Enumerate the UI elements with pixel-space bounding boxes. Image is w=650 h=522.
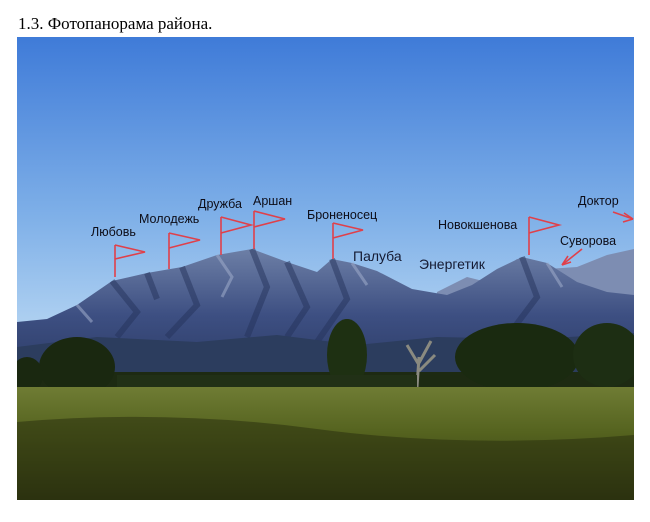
flag-bronenosec [332, 222, 364, 259]
figure-caption: 1.3. Фотопанорама района. [18, 14, 213, 33]
label-lubov: Любовь [91, 225, 136, 239]
flag-novokshenova [528, 216, 563, 255]
arrow-suvorova [561, 248, 583, 266]
tree-cluster-left [39, 337, 115, 397]
label-doktor: Доктор [578, 194, 619, 208]
tree-cluster-far-right [573, 323, 634, 387]
mountain-panorama-photo: Любовь Молодежь Дружба Аршан Броненосец … [17, 37, 634, 500]
shrub-band [117, 375, 417, 389]
tree-center [327, 319, 367, 391]
label-suvorova: Суворова [560, 234, 616, 248]
tree-cluster-left-2 [17, 357, 43, 393]
flag-lubov [114, 244, 146, 277]
tree-cluster-right [455, 323, 579, 391]
flag-arshan [253, 210, 286, 249]
label-energetik: Энергетик [419, 256, 486, 272]
arrow-doktor [612, 211, 634, 223]
mountain-highlights [75, 254, 564, 323]
label-druzhba: Дружба [198, 197, 242, 211]
label-arshan: Аршан [253, 194, 292, 208]
flag-druzhba [220, 216, 255, 255]
flag-molodezh [168, 232, 201, 269]
label-novokshenova: Новокшенова [438, 218, 517, 232]
label-molodezh: Молодежь [139, 212, 199, 226]
label-bronenosec: Броненосец [307, 208, 377, 222]
label-paluba: Палуба [353, 248, 402, 264]
mountain-ridge-shadows [109, 247, 541, 344]
bare-tree [405, 340, 437, 388]
field-shadow [17, 416, 634, 500]
